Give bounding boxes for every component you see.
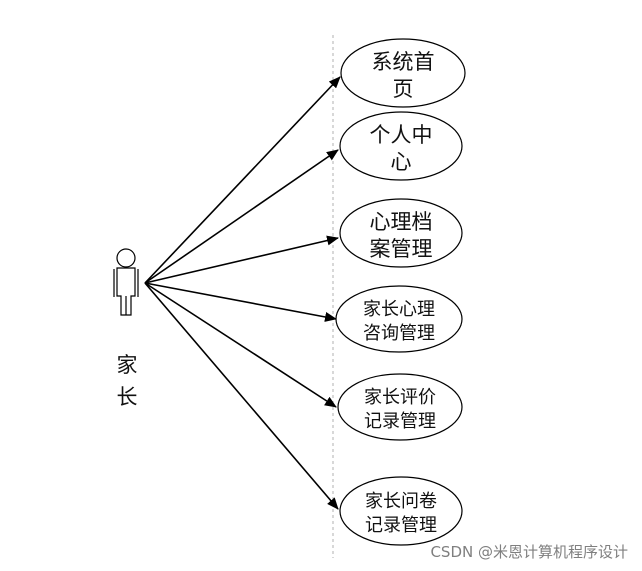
association-arrow-1	[144, 76, 341, 284]
use-case-label-line1: 心理档	[370, 210, 433, 234]
association-arrow-2	[144, 149, 339, 284]
actor-body	[116, 267, 136, 316]
use-case-ellipse	[339, 111, 463, 181]
use-case-label-line2: 心	[391, 150, 412, 174]
actor-label-line2: 长	[117, 385, 138, 409]
use-case-label-line2: 咨询管理	[363, 323, 435, 344]
use-case-label-line2: 记录管理	[364, 411, 436, 432]
use-case-label-line1: 系统首	[372, 50, 435, 74]
use-case-label-line1: 个人中	[370, 123, 433, 147]
actor-figure	[113, 248, 139, 316]
use-case-ellipse	[337, 373, 463, 441]
association-arrow-3	[144, 235, 339, 284]
association-arrow-6	[144, 282, 339, 510]
use-case-label-line1: 家长问卷	[365, 491, 437, 512]
use-case-label-line2: 案管理	[370, 237, 433, 261]
association-arrows	[144, 76, 341, 510]
actor-label-line1: 家	[117, 353, 138, 377]
use-case-label-line2: 页	[393, 77, 414, 101]
watermark: CSDN @米恩计算机程序设计	[430, 543, 628, 561]
use-case-label-line1: 家长心理	[363, 299, 435, 320]
use-case-ellipse	[340, 38, 466, 108]
association-arrow-4	[144, 282, 337, 322]
use-case-label-line2: 记录管理	[365, 515, 437, 536]
use-case-ellipse	[339, 198, 463, 268]
use-case-label-line1: 家长评价	[364, 387, 436, 408]
use-case-ellipse	[339, 476, 463, 546]
actor-head	[116, 248, 136, 268]
association-arrow-5	[144, 282, 337, 408]
use-case-ellipse	[335, 285, 463, 353]
